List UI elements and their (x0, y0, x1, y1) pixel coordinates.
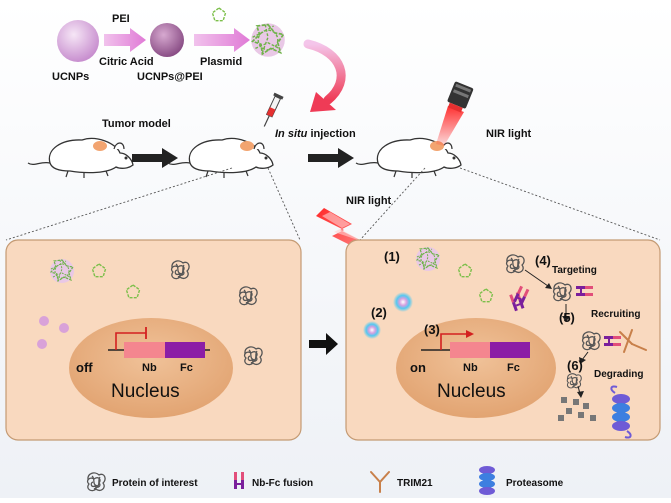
left-ucnp-2 (59, 323, 69, 333)
legend-nbfc-label: Nb-Fc fusion (252, 478, 313, 489)
nir-lamp-icon (436, 81, 474, 146)
right-glow-ucnp-1 (393, 292, 413, 312)
peptide-fragments (558, 397, 596, 421)
right-nb-label: Nb (463, 362, 478, 374)
arrow-to-nir (308, 148, 354, 168)
left-nucleus-label: Nucleus (111, 381, 180, 402)
right-fc-label: Fc (507, 362, 520, 374)
left-cell: Nb Fc off Nucleus (5, 239, 302, 441)
injection-label: In situ injection (275, 128, 356, 140)
proteasome-icon (610, 385, 632, 439)
loaded-nanoparticle (250, 22, 286, 58)
ucnp-pei-particle (150, 23, 184, 57)
mouse-row: Tumor model In situ injection NIR light (27, 81, 532, 179)
nir-mid-label: NIR light (346, 195, 392, 207)
tumor-spot-2 (240, 141, 254, 151)
step-5-label: (5) (559, 310, 575, 325)
arrow-citric (104, 28, 146, 52)
left-fc-segment (165, 342, 205, 358)
synthesis-row: UCNPs PEI Citric Acid UCNPs@PEI Plasmid (52, 7, 346, 112)
right-fc-segment (490, 342, 530, 358)
left-state-label: off (76, 360, 93, 375)
right-nucleus-label: Nucleus (437, 381, 506, 402)
degrading-label: Degrading (594, 369, 643, 380)
curved-arrow (303, 39, 346, 105)
left-ucnp-1 (39, 316, 49, 326)
left-fc-label: Fc (180, 362, 193, 374)
targeting-label: Targeting (552, 265, 597, 276)
tumor-spot (93, 141, 107, 151)
legend-trim21-label: TRIM21 (397, 478, 433, 489)
legend: Protein of interest Nb-Fc fusion TRIM21 … (86, 466, 564, 495)
right-nb-segment (450, 342, 490, 358)
plasmid-label: Plasmid (200, 56, 242, 68)
left-loaded-np (49, 258, 75, 284)
arrow-targeting (524, 269, 549, 287)
pei-label: PEI (112, 13, 130, 25)
legend-proteasome-icon (479, 466, 495, 495)
legend-trim21-icon (370, 471, 390, 493)
arrow-plasmid (194, 28, 250, 52)
right-loaded-np (415, 246, 441, 272)
left-nb-segment (124, 342, 165, 358)
zoom-lines (5, 167, 661, 241)
right-cell: (1) (2) (3) Nb Fc on Nucleus (4) Targeti… (345, 239, 661, 441)
arrow-degrading (581, 351, 589, 361)
ucnp-particle (57, 20, 99, 62)
nir-top-label: NIR light (486, 128, 532, 140)
ucnp-pei-label: UCNPs@PEI (137, 71, 203, 83)
left-nb-label: Nb (142, 362, 157, 374)
legend-proteasome-label: Proteasome (506, 478, 564, 489)
ucnp-label: UCNPs (52, 71, 89, 83)
complex-trim21 (619, 329, 647, 353)
curved-arrow-head (310, 92, 336, 112)
step-3-label: (3) (424, 322, 440, 337)
syringe-icon (263, 92, 284, 127)
step-2-label: (2) (371, 305, 387, 320)
right-glow-ucnp-2 (363, 321, 381, 339)
legend-protein-label: Protein of interest (112, 478, 198, 489)
citric-acid-label: Citric Acid (99, 56, 154, 68)
arrow-to-injection (132, 148, 178, 168)
step-6-label: (6) (567, 358, 583, 373)
arrow-between-cells (309, 333, 338, 355)
left-ucnp-3 (37, 339, 47, 349)
right-state-label: on (410, 360, 426, 375)
tumor-model-label: Tumor model (102, 118, 171, 130)
step-4-label: (4) (535, 253, 551, 268)
step-1-label: (1) (384, 249, 400, 264)
recruiting-label: Recruiting (591, 309, 640, 320)
